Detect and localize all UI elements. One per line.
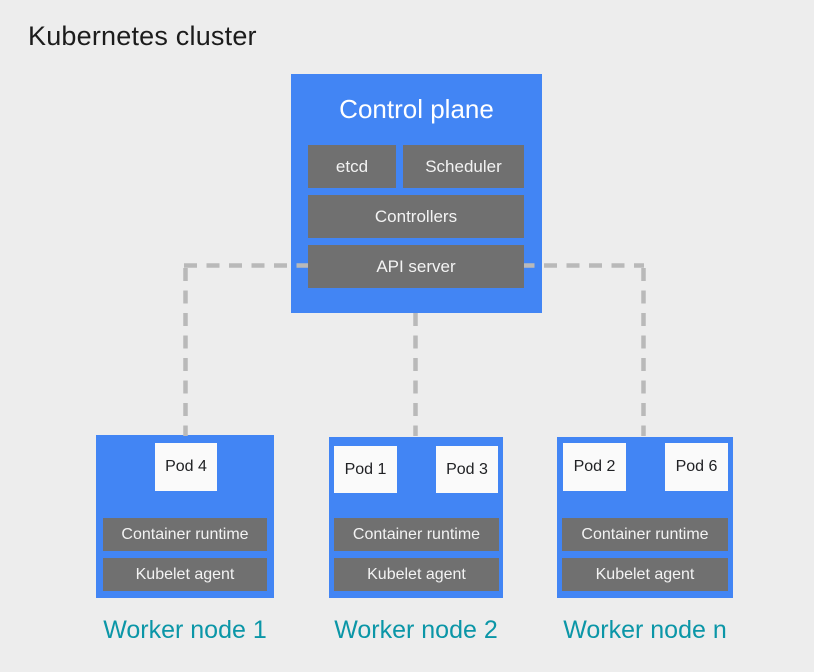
component-api-server: API server [308,245,524,288]
component-kubelet-agent: Kubelet agent [334,558,499,591]
control-plane-title: Control plane [339,94,494,124]
pod-box: Pod 1 [334,446,397,493]
component-container-runtime: Container runtime [334,518,499,551]
component-container-runtime: Container runtime [562,518,728,551]
diagram-title: Kubernetes cluster [28,21,257,51]
component-scheduler: Scheduler [403,145,524,188]
worker-node-2-box: Pod 1 Pod 3 Container runtime Kubelet ag… [329,437,503,598]
worker-node-n-box: Pod 2 Pod 6 Container runtime Kubelet ag… [557,437,733,598]
pod-box: Pod 2 [563,443,626,491]
pod-box: Pod 6 [665,443,728,491]
worker-node-1-label: Worker node 1 [103,616,267,644]
worker-node-n-label: Worker node n [563,616,727,644]
pod-box: Pod 3 [436,446,498,493]
component-kubelet-agent: Kubelet agent [103,558,267,591]
component-etcd: etcd [308,145,396,188]
worker-node-1-box: Pod 4 Container runtime Kubelet agent [96,435,274,598]
component-container-runtime: Container runtime [103,518,267,551]
control-plane-box: Control plane etcd Scheduler Controllers… [291,74,542,313]
component-controllers: Controllers [308,195,524,238]
component-kubelet-agent: Kubelet agent [562,558,728,591]
worker-node-2-label: Worker node 2 [334,616,498,644]
pod-box: Pod 4 [155,443,217,491]
